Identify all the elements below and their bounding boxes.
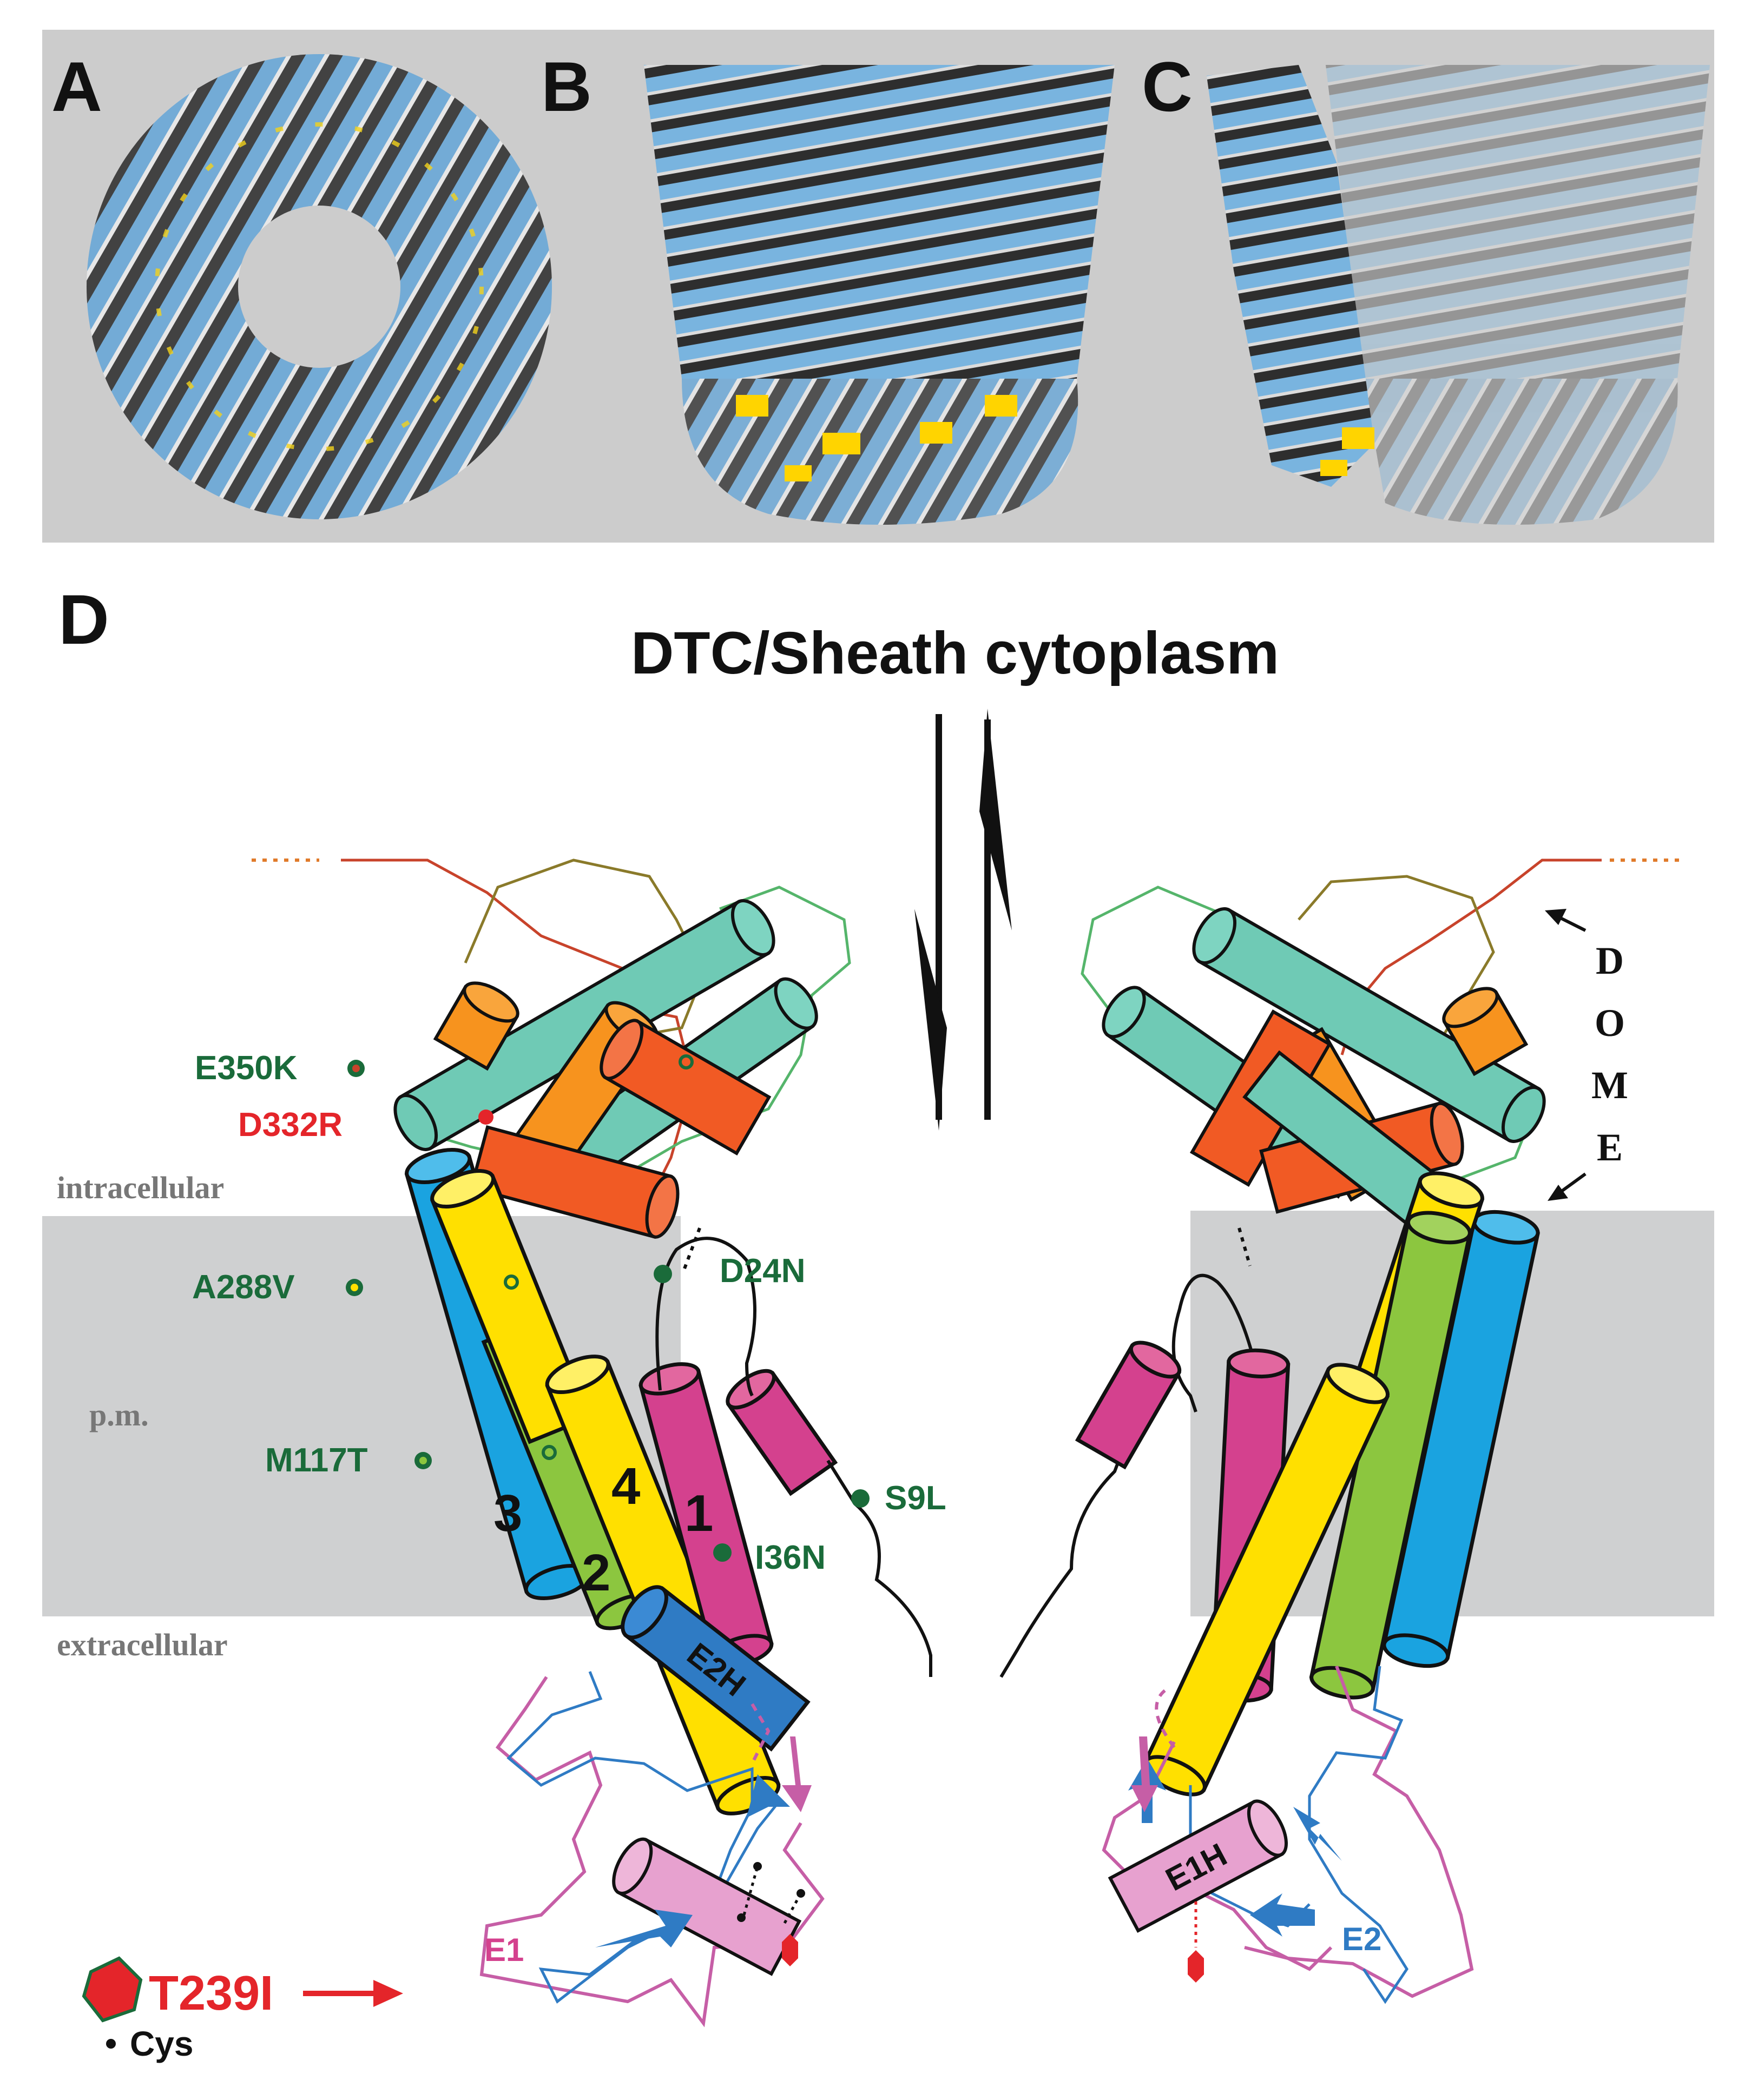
mutation-d24n: D24N [720,1252,806,1290]
mutation-a288v: A288V [192,1269,295,1306]
e1h-helix-right: E1H [1108,1799,1288,1933]
mutation-labels-left: E350K D332R A288V M117T D24N S9L I36N [192,1049,946,1576]
innexin-ring-top-view [87,54,552,519]
mutation-site-m117t [542,1445,557,1460]
dome-red-2 [469,1125,680,1239]
innexin-channel-ghost [1326,65,1710,525]
helix-number-1: 1 [684,1484,713,1542]
e2-label: E2 [1342,1921,1381,1957]
e2-strand-arrow-right-3 [1293,1807,1342,1861]
panel-label-b: B [541,47,592,126]
innexin-channel-side-view [644,65,1115,525]
dome-orange-small-right [1442,987,1529,1077]
helix-number-4: 4 [611,1457,640,1515]
dome-letter-e: E [1597,1126,1623,1169]
diagram-title: DTC/Sheath cytoplasm [631,620,1279,686]
left-subunit: E2H 3 2 4 1 E1 [252,859,932,2028]
tm3-right [1381,1210,1541,1668]
dome-letter-d: D [1596,939,1624,982]
label-extracellular: extracellular [57,1627,228,1662]
mutation-site-dome [679,1054,694,1069]
legend: T239I Cys [82,1956,403,2063]
e1-label: E1 [484,1932,524,1968]
mutation-s9l: S9L [885,1480,946,1517]
e2-strand-arrow-right-2 [1250,1893,1315,1937]
tm4-right [1142,1363,1390,1797]
mutation-e350k: E350K [195,1049,298,1087]
e1-strand-arrow-left [595,1910,693,1947]
e1-strand-arrow-pink-right [1131,1736,1158,1812]
mutation-dot-d332r [478,1110,493,1125]
dome-orange-small [433,981,519,1071]
panel-label-a: A [51,47,102,126]
e2-strand-arrow-left [747,1774,790,1872]
t239i-legend-icon [82,1956,143,2023]
panel-a: A [42,30,600,543]
helix-number-3: 3 [493,1484,522,1542]
panel-label-c: C [1142,47,1193,126]
dome-red-1 [600,1019,772,1156]
mutation-dot-i36n [713,1543,732,1562]
legend-cys: Cys [130,2024,193,2063]
innexin-single-subunit [1207,65,1374,487]
right-subunit: E1H E2 [999,859,1683,2004]
arrow-down-head [914,909,947,1131]
cys-site-2 [737,1913,746,1922]
panel-c: C [1142,30,1714,543]
label-membrane: p.m. [89,1397,149,1432]
mutation-dot-s9l [851,1489,870,1508]
dome-letter-m: M [1591,1064,1628,1107]
mutation-site-a288v [504,1274,519,1290]
legend-arrow [373,1980,403,2007]
mutation-i36n: I36N [755,1539,826,1576]
label-intracellular: intracellular [57,1170,224,1205]
t239i-site-right [1188,1950,1204,1983]
mutation-dot-d24n [654,1265,672,1283]
legend-t239i: T239I [149,1966,273,2020]
nterm-helix-right [1075,1340,1182,1470]
nterm-helix-left [726,1369,838,1496]
dome-letter-o: O [1595,1001,1625,1045]
cys-site-1 [796,1889,805,1898]
mutation-d332r: D332R [238,1106,343,1144]
dome-helix-right-1 [1192,907,1546,1143]
cys-site-3 [753,1862,762,1871]
arrow-up-head [979,709,1012,930]
panel-b: B [541,30,1161,543]
panel-label-d: D [58,580,109,659]
mutation-m117t: M117T [265,1442,368,1479]
e1h-helix-left [612,1837,802,1976]
e1-strand-arrow-pink-left [782,1736,812,1812]
dome-annotation: D O M E [1545,909,1628,1201]
cys-legend-icon [106,2039,116,2049]
helix-number-2: 2 [582,1544,610,1602]
transport-arrows [914,709,1012,1131]
t239i-site-left [782,1934,798,1966]
